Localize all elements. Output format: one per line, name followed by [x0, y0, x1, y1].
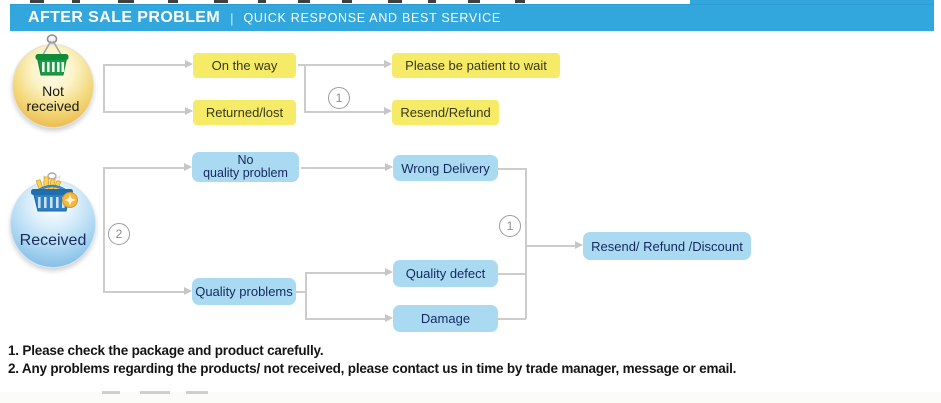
connector-line — [296, 291, 306, 293]
connector-line — [498, 273, 526, 275]
connector-arrowhead-icon — [385, 163, 393, 171]
connector-line — [103, 64, 105, 112]
connector-line — [526, 245, 576, 247]
label-line: received — [26, 98, 80, 114]
cropped-text-artifact — [515, 0, 525, 3]
connector-arrowhead-icon — [184, 163, 192, 171]
green-shopping-basket-icon — [35, 34, 69, 76]
node-wrong-delivery: Wrong Delivery — [393, 155, 498, 181]
header-bar: AFTER SALE PROBLEM | QUICK RESPONSE AND … — [10, 4, 934, 31]
cropped-image-artifact — [140, 391, 170, 394]
step-badge-1: 1 — [499, 215, 521, 237]
connector-line — [305, 272, 307, 319]
node-on-the-way: On the way — [193, 53, 296, 78]
step-badge-2: 2 — [108, 223, 130, 245]
cropped-text-artifact — [428, 0, 436, 3]
connector-line — [103, 64, 187, 66]
connector-line — [498, 168, 526, 170]
connector-line — [103, 167, 185, 169]
cropped-text-artifact — [168, 0, 178, 3]
connector-arrowhead-icon — [384, 60, 392, 68]
cropped-text-artifact — [468, 0, 480, 3]
node-quality-problems: Quality problems — [192, 278, 296, 305]
connector-line — [103, 291, 185, 293]
node-returned-lost: Returned/lost — [193, 100, 296, 125]
connector-line — [298, 64, 385, 66]
node-label: Returned/lost — [205, 105, 284, 120]
node-quality-defect: Quality defect — [393, 260, 498, 287]
node-please-be-patient: Please be patient to wait — [392, 53, 560, 78]
connector-arrowhead-icon — [185, 60, 193, 68]
connector-line — [305, 272, 386, 274]
cropped-image-artifact — [186, 391, 208, 394]
step-badge-1: 1 — [328, 87, 350, 109]
header-separator: | — [230, 10, 234, 26]
node-resend-refund-discount: Resend/ Refund /Discount — [583, 232, 751, 260]
cropped-text-artifact — [118, 0, 134, 3]
blue-shopping-basket-icon — [31, 172, 78, 212]
connector-line — [301, 167, 386, 169]
node-label: Resend/ Refund /Discount — [591, 238, 743, 254]
cropped-image-artifact — [102, 391, 120, 394]
node-not-received-label: Not received — [27, 84, 80, 114]
cropped-text-artifact — [258, 0, 266, 3]
node-damage: Damage — [393, 305, 498, 332]
next-section-strip — [0, 392, 941, 403]
node-label: On the way — [211, 58, 278, 73]
connector-line — [304, 64, 306, 112]
connector-arrowhead-icon — [575, 241, 583, 249]
cropped-text-artifact — [388, 0, 402, 3]
node-label: Quality defect — [405, 266, 486, 281]
node-label: Wrong Delivery — [401, 160, 490, 176]
cropped-text-artifact — [30, 0, 44, 3]
connector-line — [498, 318, 526, 320]
header-title: AFTER SALE PROBLEM — [28, 9, 221, 26]
note-line-1: 1. Please check the package and product … — [8, 343, 324, 358]
node-label: Resend/Refund — [400, 105, 491, 120]
connector-arrowhead-icon — [385, 314, 393, 322]
node-label: No — [237, 152, 254, 167]
connector-arrowhead-icon — [184, 287, 192, 295]
label-line: Not — [42, 83, 64, 99]
cropped-text-artifact — [342, 0, 352, 3]
cropped-banner-artifact — [690, 0, 934, 5]
connector-line — [304, 111, 385, 113]
connector-arrowhead-icon — [384, 107, 392, 115]
connector-arrowhead-icon — [185, 107, 193, 115]
node-label: Please be patient to wait — [405, 58, 547, 73]
node-resend-refund: Resend/Refund — [392, 100, 499, 125]
connector-line — [305, 318, 386, 320]
node-not-received: Not received — [12, 44, 94, 128]
connector-arrowhead-icon — [385, 268, 393, 276]
node-received-label: Received — [19, 232, 87, 249]
header-subtitle: QUICK RESPONSE AND BEST SERVICE — [243, 11, 501, 25]
node-label: Quality problems — [195, 284, 293, 299]
connector-line — [525, 168, 527, 319]
node-label: Damage — [420, 311, 471, 326]
connector-line — [103, 167, 105, 292]
cropped-text-artifact — [298, 0, 310, 3]
cropped-text-artifact — [72, 0, 80, 3]
node-label: quality problem — [203, 166, 288, 180]
note-line-2: 2. Any problems regarding the products/ … — [8, 361, 737, 376]
cropped-text-artifact — [214, 0, 228, 3]
node-no-quality-problem: No quality problem — [192, 152, 299, 182]
connector-line — [103, 111, 187, 113]
